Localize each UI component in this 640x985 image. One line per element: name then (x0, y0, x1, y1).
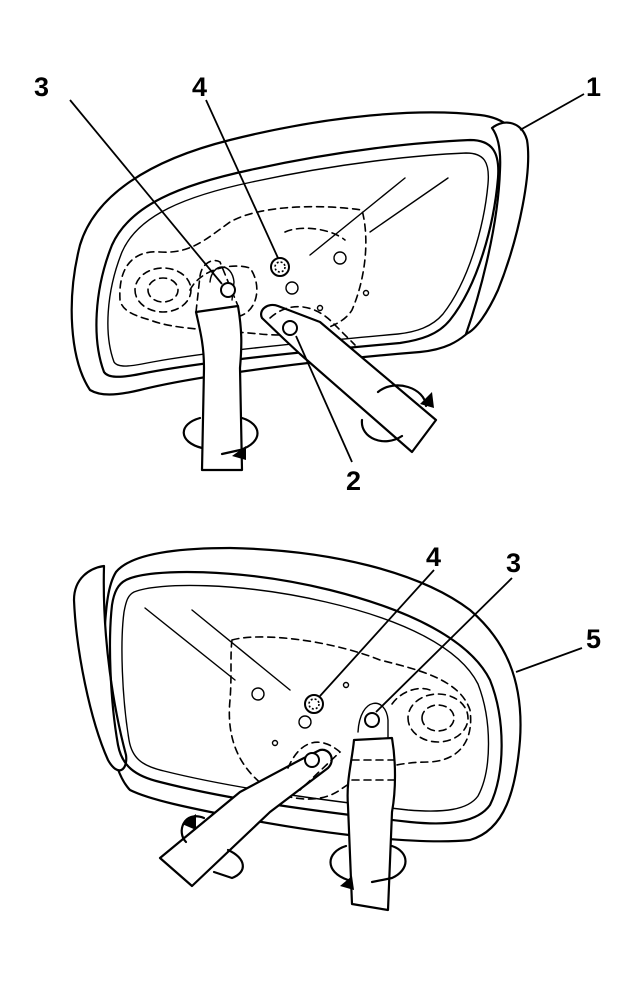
bottom-right-rotation-arrow (329, 844, 407, 884)
bottom-mirror-glass (121, 584, 490, 812)
top-mirror-back-lip (464, 121, 530, 336)
top-center-screw (270, 257, 290, 277)
callout-top-adjuster: 2 (346, 466, 361, 496)
top-left-tool-slot (209, 266, 235, 301)
bottom-center-screw (304, 694, 324, 714)
bottom-mirror-assembly (72, 546, 583, 912)
top-hidden-bracket (119, 205, 367, 336)
bottom-glare-line-1 (144, 607, 236, 681)
bottom-hidden-bracket (228, 636, 472, 800)
bottom-hidden-disc-outer (407, 693, 469, 743)
top-mirror-assembly (69, 93, 585, 472)
bottom-hole-1 (251, 687, 265, 701)
bottom-left-pivot (304, 752, 320, 768)
top-right-pivot (282, 320, 298, 336)
bottom-hidden-disc-inner (421, 704, 455, 732)
top-leader-2 (295, 335, 353, 463)
bottom-glare-line-2 (191, 609, 291, 691)
top-hole-4 (362, 289, 370, 297)
bottom-right-tool-slot (357, 702, 389, 739)
bottom-mirror-frame (108, 570, 503, 825)
top-left-tool-hidden (195, 259, 239, 313)
top-glare-line-1 (309, 177, 406, 256)
callout-top-housing: 1 (586, 72, 601, 102)
bottom-right-tool-shaft (346, 736, 397, 912)
top-left-pivot (220, 282, 236, 298)
bottom-hidden-arm (391, 687, 431, 705)
callout-top-pivot-left: 3 (34, 72, 49, 102)
bottom-right-tool-hidden (351, 759, 395, 781)
bottom-leader-4 (319, 569, 435, 697)
top-leader-3 (69, 99, 223, 285)
callout-bottom-pivot-right: 3 (506, 548, 521, 578)
bottom-hole-3 (271, 739, 279, 747)
top-hole-2 (285, 281, 299, 295)
top-right-arrowhead (420, 392, 434, 408)
callout-bottom-housing: 5 (586, 624, 601, 654)
top-hole-1 (333, 251, 347, 265)
bottom-hole-4 (342, 681, 350, 689)
top-left-rotation-arrow (182, 416, 259, 456)
top-left-arrowhead (232, 446, 246, 460)
top-leader-1 (519, 93, 585, 131)
bottom-leader-3 (375, 577, 513, 713)
top-right-tool-shaft (260, 303, 438, 454)
bottom-left-tool-shaft (158, 748, 333, 888)
callout-top-center-screw: 4 (192, 72, 207, 102)
bottom-right-arrowhead (340, 876, 354, 890)
top-hidden-disc-outer (134, 267, 192, 313)
bottom-left-tool-hidden (287, 741, 342, 791)
bottom-hole-2 (298, 715, 312, 729)
top-hidden-plate (284, 227, 346, 241)
bottom-left-arrowhead (182, 814, 196, 830)
top-glare-line-2 (369, 177, 449, 233)
top-left-tool-shaft (194, 304, 244, 472)
top-hole-3 (316, 304, 324, 312)
top-right-tool-hidden (269, 305, 356, 346)
top-leader-4 (205, 99, 279, 259)
top-hidden-arm (189, 265, 258, 317)
bottom-right-pivot (364, 712, 380, 728)
callout-bottom-center-screw: 4 (426, 542, 441, 572)
bottom-leader-5 (515, 647, 583, 673)
top-hidden-disc-inner (147, 277, 179, 303)
